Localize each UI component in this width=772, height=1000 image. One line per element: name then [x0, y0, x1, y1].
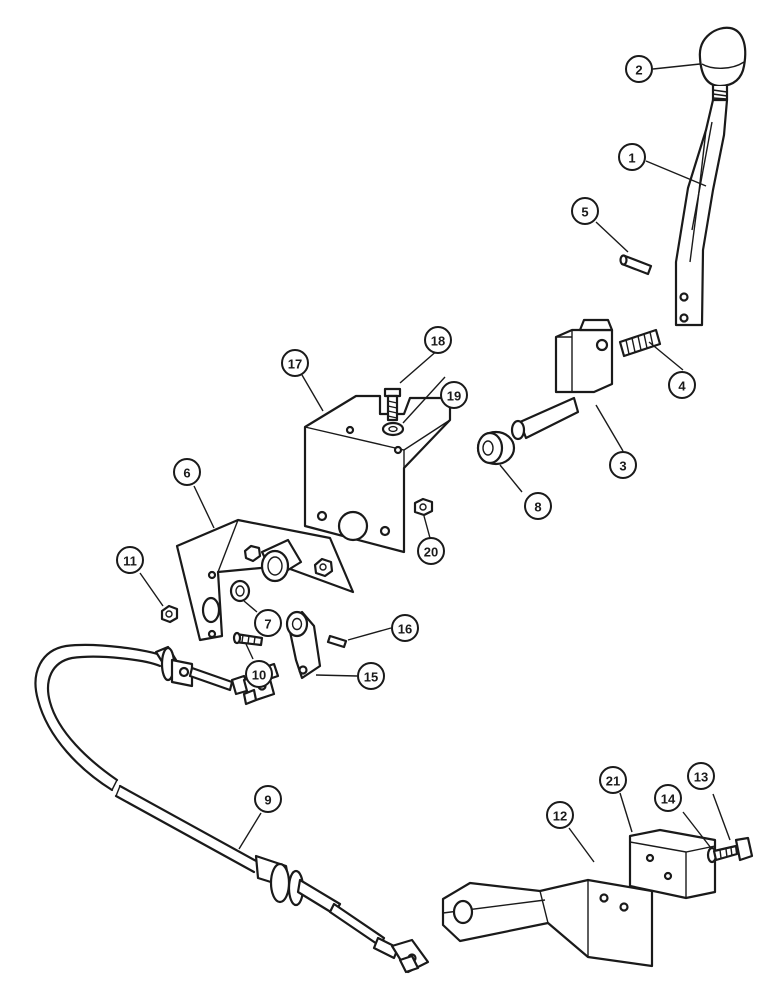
leader-12	[568, 827, 595, 863]
callout-2: 2	[625, 55, 653, 83]
roll-pin-part	[619, 254, 653, 276]
leader-19	[402, 376, 446, 424]
callout-10: 10	[245, 660, 273, 688]
callout-9: 9	[254, 785, 282, 813]
bushing-part	[476, 430, 516, 466]
spring-part	[618, 328, 662, 358]
leader-1	[645, 160, 707, 187]
leader-20	[423, 515, 431, 539]
callout-19: 19	[440, 381, 468, 409]
washer-part	[381, 421, 405, 437]
callout-11: 11	[116, 546, 144, 574]
leader-7	[243, 600, 258, 613]
callout-18: 18	[424, 326, 452, 354]
callout-8: 8	[524, 492, 552, 520]
leader-16	[347, 627, 392, 641]
callout-13: 13	[687, 762, 715, 790]
svg-text:19: 19	[447, 389, 461, 404]
callout-17: 17	[281, 349, 309, 377]
leader-8	[499, 464, 523, 493]
svg-text:1: 1	[628, 151, 635, 166]
spacer-part	[229, 579, 251, 603]
svg-text:2: 2	[635, 63, 642, 78]
callout-20: 20	[417, 537, 445, 565]
leader-2	[652, 63, 701, 70]
l-bracket-part	[441, 878, 654, 968]
callout-3: 3	[609, 451, 637, 479]
svg-text:9: 9	[264, 793, 271, 808]
leader-21	[619, 792, 633, 833]
leader-6	[193, 485, 215, 529]
bolt-part	[383, 387, 402, 422]
svg-text:13: 13	[694, 770, 708, 785]
leader-5	[595, 221, 629, 253]
svg-text:6: 6	[183, 466, 190, 481]
svg-text:3: 3	[619, 459, 626, 474]
leader-13	[712, 793, 731, 841]
leader-17	[301, 374, 324, 412]
nut-left-part	[160, 604, 179, 624]
leader-14	[682, 811, 712, 849]
callout-7: 7	[254, 609, 282, 637]
bracket-plate-part	[175, 518, 355, 642]
svg-text:5: 5	[581, 205, 588, 220]
control-cable-part	[34, 643, 430, 974]
svg-text:7: 7	[264, 617, 271, 632]
svg-text:10: 10	[252, 668, 266, 683]
svg-text:11: 11	[123, 554, 137, 569]
bolt-right-part	[712, 836, 754, 862]
svg-text:20: 20	[424, 545, 438, 560]
svg-text:17: 17	[288, 357, 302, 372]
pivot-block-part	[510, 318, 614, 441]
nut-right-part	[413, 497, 434, 517]
bolt-small-part	[232, 631, 264, 647]
svg-text:4: 4	[678, 379, 686, 394]
knob-part	[698, 26, 747, 102]
callout-16: 16	[391, 614, 419, 642]
callout-21: 21	[599, 766, 627, 794]
small-pin-part	[326, 634, 348, 649]
svg-text:15: 15	[364, 670, 378, 685]
callout-6: 6	[173, 458, 201, 486]
callout-15: 15	[357, 662, 385, 690]
svg-text:18: 18	[431, 334, 445, 349]
leader-15	[315, 674, 358, 677]
lever-link-part	[285, 610, 322, 680]
leader-18	[399, 348, 440, 384]
callout-5: 5	[571, 197, 599, 225]
svg-text:12: 12	[553, 809, 567, 824]
svg-text:21: 21	[606, 774, 620, 789]
leader-4	[648, 341, 684, 371]
leader-lines	[139, 63, 731, 863]
mounting-bracket-part	[303, 394, 452, 554]
callout-1: 1	[618, 143, 646, 171]
leader-11	[139, 572, 164, 607]
svg-text:14: 14	[661, 792, 676, 807]
shift-lever-part	[674, 98, 729, 327]
spacer-plate-part	[628, 828, 717, 900]
callout-4: 4	[668, 371, 696, 399]
svg-text:16: 16	[398, 622, 412, 637]
svg-text:8: 8	[534, 500, 541, 515]
leader-9	[238, 812, 262, 850]
callout-12: 12	[546, 801, 574, 829]
leader-10	[245, 643, 254, 660]
leader-3	[595, 404, 624, 452]
callout-14: 14	[654, 784, 682, 812]
